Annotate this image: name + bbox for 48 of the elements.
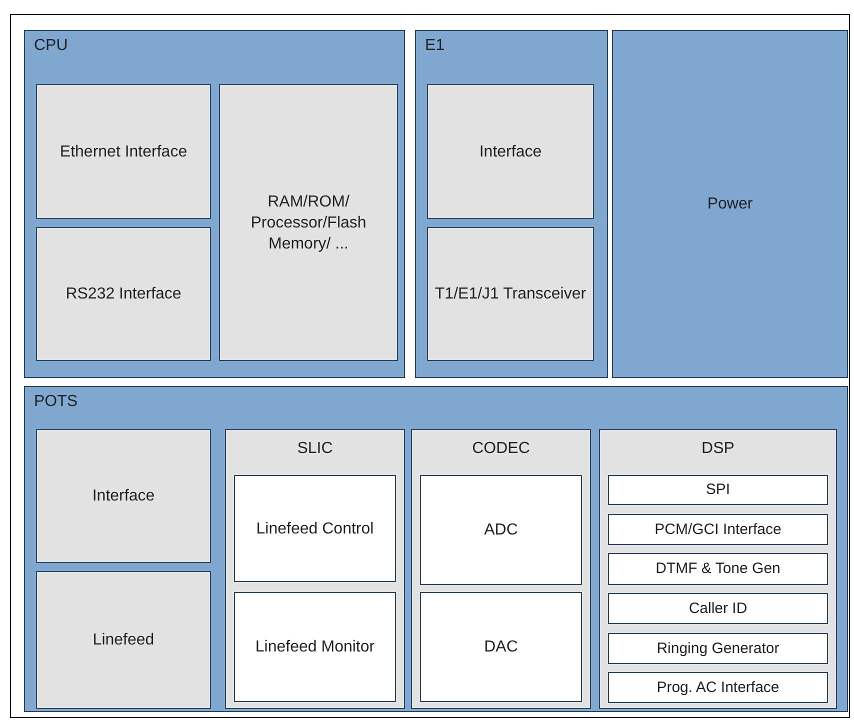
block-label: Interface [91,486,156,506]
group-title: SLIC [296,440,334,458]
block-label: SPI [704,481,732,499]
section-panel [24,386,848,712]
component-box [234,592,396,702]
block-label: Power [706,194,754,214]
section-title: E1 [425,37,445,55]
function-row [608,593,828,624]
section-panel [415,30,608,378]
block-label: Linefeed [92,630,156,650]
function-row [608,475,828,505]
block-label: ADC [483,520,519,540]
component-box [36,227,211,361]
block-label: RS232 Interface [64,284,182,304]
group-title: CODEC [471,440,531,458]
block-label: Linefeed Control [255,519,375,539]
component-box [420,592,582,702]
group-box [599,429,837,709]
component-box [420,475,582,585]
block-label: Ethernet Interface [58,142,188,162]
block-label: PCM/GCI Interface [654,520,782,538]
section-panel [612,30,848,378]
function-row [608,633,828,664]
group-box [411,429,591,709]
group-box [225,429,405,709]
function-row [608,553,828,585]
block-label: Ringing Generator [656,640,780,658]
component-box [234,475,396,582]
block-label: Interface [478,142,543,162]
component-box [36,571,211,709]
block-label: T1/E1/J1 Transceiver [434,284,588,304]
component-box [427,84,594,219]
function-row [608,672,828,703]
block-label: Caller ID [688,600,748,618]
component-box [36,429,211,563]
block-label: RAM/ROM/ Processor/Flash Memory/ ... [250,192,368,254]
component-box [36,84,211,219]
function-row [608,514,828,545]
block-label: DAC [483,638,519,658]
component-box [427,227,594,361]
component-box [219,84,398,361]
block-label: Prog. AC Interface [656,678,780,696]
section-panel [24,30,405,378]
block-label: DTMF & Tone Gen [654,560,782,578]
section-title: POTS [34,393,78,411]
group-title: DSP [700,440,736,458]
section-title: CPU [34,37,68,55]
block-label: Linefeed Monitor [254,638,376,658]
